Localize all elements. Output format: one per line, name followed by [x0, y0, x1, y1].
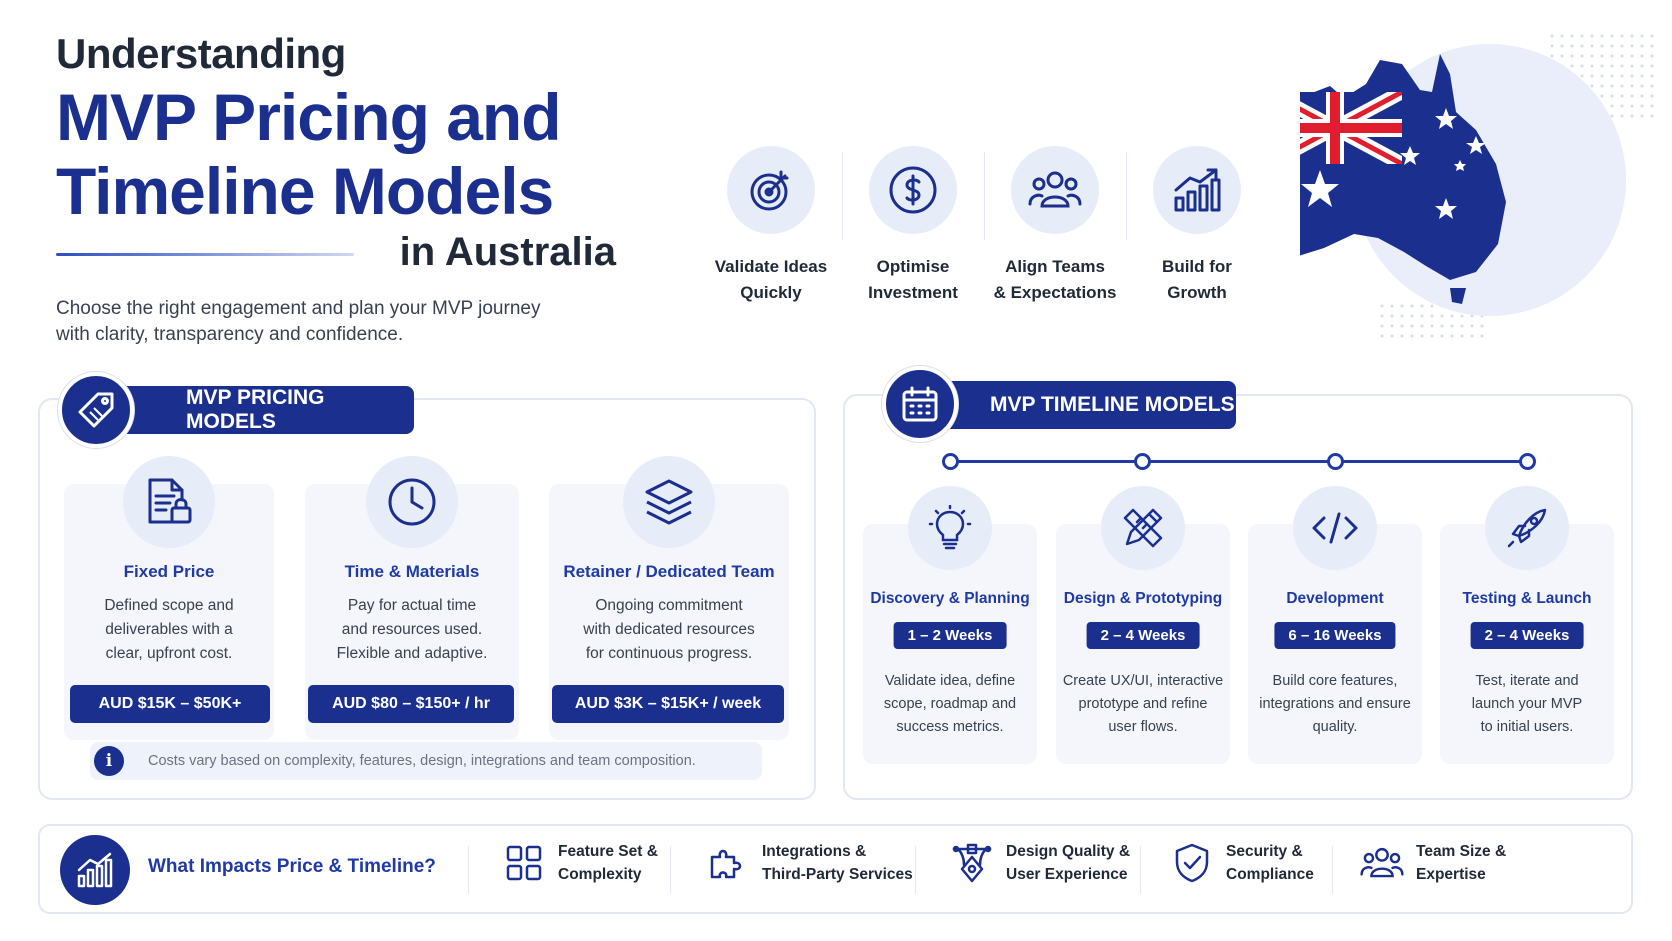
growth-chart-icon	[1153, 146, 1241, 234]
impact-factor-label: Design Quality & User Experience	[1006, 843, 1131, 883]
team-icon	[1011, 146, 1099, 234]
dollar-icon	[869, 146, 957, 234]
phase-desc: Test, iterate and launch your MVP to ini…	[1471, 673, 1583, 735]
pricing-model-name: Fixed Price	[123, 562, 215, 581]
divider	[1332, 846, 1333, 894]
phase-name: Development	[1286, 590, 1384, 607]
layers-icon	[623, 456, 715, 548]
clock-icon	[366, 456, 458, 548]
phase-duration: 1 – 2 Weeks	[893, 622, 1007, 649]
australia-map-illustration	[1300, 34, 1660, 344]
benefit-label: Align Teams & Expectations	[993, 257, 1117, 302]
calendar-icon	[882, 366, 958, 442]
phase-name: Design & Prototyping	[1063, 590, 1223, 607]
phase-duration: 6 – 16 Weeks	[1274, 622, 1396, 649]
divider	[915, 846, 916, 894]
price-badge-time-materials: AUD $80 – $150+ / hr	[308, 685, 514, 723]
lightbulb-icon	[908, 486, 992, 570]
timeline-phase-discovery: Discovery & Planning 1 – 2 Weeks Validat…	[863, 486, 1037, 764]
info-icon: i	[94, 746, 124, 776]
timeline-phase-design: Design & Prototyping 2 – 4 Weeks Create …	[1056, 486, 1230, 764]
benefit-item: Validate Ideas Quickly	[700, 146, 842, 306]
benefit-label: Optimise Investment	[868, 257, 958, 302]
pricing-model-desc: Ongoing commitment with dedicated resour…	[583, 597, 755, 662]
impact-factor-label: Security & Compliance	[1226, 843, 1314, 883]
divider	[1140, 846, 1141, 894]
pencil-ruler-icon	[1101, 486, 1185, 570]
impact-factor: Design Quality & User Experience	[950, 840, 1130, 886]
title-line-1: Understanding	[56, 30, 346, 77]
benefit-item: Optimise Investment	[842, 146, 984, 306]
price-tag-icon	[58, 372, 134, 448]
phase-duration: 2 – 4 Weeks	[1470, 622, 1584, 649]
impacts-title: What Impacts Price & Timeline?	[148, 856, 436, 877]
benefit-item: Align Teams & Expectations	[984, 146, 1126, 306]
timeline-node	[942, 453, 959, 470]
benefits-row: Validate Ideas Quickly Optimise Investme…	[700, 146, 1268, 306]
benefit-label: Validate Ideas Quickly	[714, 257, 828, 302]
impact-factor: Team Size & Expertise	[1360, 840, 1506, 886]
document-lock-icon	[123, 456, 215, 548]
impact-factor: Security & Compliance	[1170, 840, 1314, 886]
shield-check-icon	[1170, 841, 1214, 885]
bar-chart-icon	[60, 835, 130, 905]
pricing-model-desc: Pay for actual time and resources used. …	[336, 597, 488, 662]
phase-desc: Create UX/UI, interactive prototype and …	[1062, 673, 1224, 735]
timeline-node	[1327, 453, 1344, 470]
pricing-model-name: Time & Materials	[344, 562, 480, 581]
impact-factor: Feature Set & Complexity	[502, 840, 658, 886]
title-divider	[56, 253, 354, 256]
title-line-3-row: in Australia	[56, 230, 616, 280]
timeline-phase-development: Development 6 – 16 Weeks Build core feat…	[1248, 486, 1422, 764]
title-line-3: in Australia	[399, 230, 616, 274]
rocket-icon	[1485, 486, 1569, 570]
code-icon	[1293, 486, 1377, 570]
benefit-item: Build for Growth	[1126, 146, 1268, 306]
impact-factor-label: Feature Set & Complexity	[558, 843, 658, 883]
divider	[670, 846, 671, 894]
phase-duration: 2 – 4 Weeks	[1086, 622, 1200, 649]
pricing-model-name: Retainer / Dedicated Team	[563, 562, 775, 581]
timeline-node	[1519, 453, 1536, 470]
benefit-label: Build for Growth	[1162, 257, 1232, 302]
subtitle: Choose the right engagement and plan you…	[56, 298, 541, 345]
title-line-2b: Timeline Models	[56, 154, 554, 228]
price-badge-retainer: AUD $3K – $15K+ / week	[552, 685, 784, 723]
target-icon	[727, 146, 815, 234]
pen-tool-icon	[950, 841, 994, 885]
timeline-phase-testing: Testing & Launch 2 – 4 Weeks Test, itera…	[1440, 486, 1614, 764]
timeline-node	[1134, 453, 1151, 470]
phase-desc: Validate idea, define scope, roadmap and…	[883, 673, 1017, 735]
pricing-section-title: MVP PRICING MODELS	[96, 386, 414, 434]
pricing-note: i Costs vary based on complexity, featur…	[90, 742, 762, 780]
grid-icon	[502, 841, 546, 885]
impacts-bar: What Impacts Price & Timeline? Feature S…	[38, 824, 1633, 914]
impact-factor: Integrations & Third-Party Services	[706, 840, 913, 886]
pricing-model-desc: Defined scope and deliverables with a cl…	[104, 597, 234, 662]
phase-name: Testing & Launch	[1462, 590, 1592, 607]
puzzle-icon	[706, 841, 750, 885]
phase-name: Discovery & Planning	[870, 590, 1030, 607]
impact-factor-label: Integrations & Third-Party Services	[762, 843, 913, 883]
price-badge-fixed: AUD $15K – $50K+	[70, 685, 270, 723]
impact-factor-label: Team Size & Expertise	[1416, 843, 1507, 883]
phase-desc: Build core features, integrations and en…	[1259, 673, 1411, 735]
hero: Understanding MVP Pricing and Timeline M…	[56, 30, 616, 348]
pricing-note-text: Costs vary based on complexity, features…	[148, 753, 696, 769]
title-line-2a: MVP Pricing and	[56, 80, 562, 154]
team-icon	[1360, 841, 1404, 885]
timeline-line	[950, 460, 1528, 463]
divider	[468, 846, 469, 894]
